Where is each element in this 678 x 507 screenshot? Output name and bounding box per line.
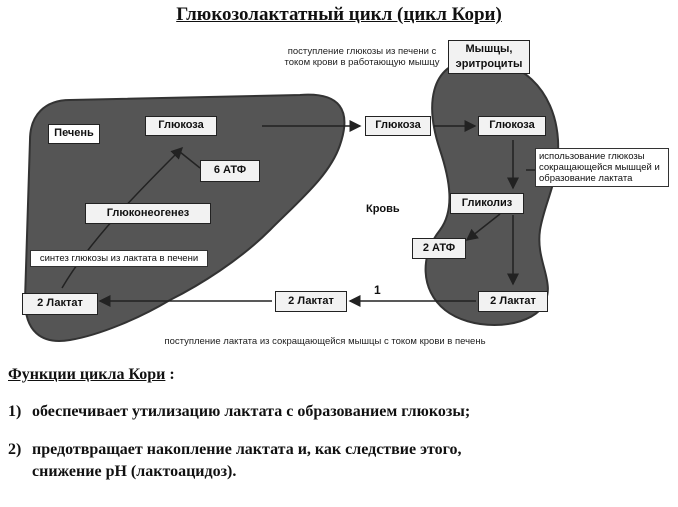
liver-lactate-box: 2 Лактат bbox=[22, 293, 98, 315]
function-item-2: 2)предотвращает накопление лактата и, ка… bbox=[8, 441, 462, 458]
functions-heading-suffix: : bbox=[165, 366, 175, 383]
arrow-atp6-to-pathway bbox=[179, 151, 201, 169]
atp2-box: 2 АТФ bbox=[412, 238, 466, 259]
liver-glucose-box: Глюкоза bbox=[145, 116, 217, 136]
muscle-glucose-box: Глюкоза bbox=[478, 116, 546, 136]
glycolysis-box: Гликолиз bbox=[450, 193, 524, 214]
blood-glucose-box: Глюкоза bbox=[365, 116, 431, 136]
functions-heading-text: Функции цикла Кори bbox=[8, 366, 166, 383]
functions-heading: Функции цикла Кори : bbox=[8, 366, 175, 384]
muscle-label: Мышцы, эритроциты bbox=[448, 40, 530, 74]
blood-label: Кровь bbox=[366, 203, 400, 215]
muscle-lactate-box: 2 Лактат bbox=[478, 291, 548, 312]
note-glucose-use: использование глюкозы сокращающейся мышц… bbox=[535, 148, 669, 187]
arrow-glycolysis-to-atp2 bbox=[465, 213, 501, 241]
step-number: 1 bbox=[374, 283, 381, 297]
note-glucose-supply: поступление глюкозы из печени с током кр… bbox=[284, 46, 440, 68]
atp6-box: 6 АТФ bbox=[200, 160, 260, 182]
diagram-title: Глюкозолактатный цикл (цикл Кори) bbox=[176, 4, 502, 25]
note-lactate-supply: поступление лактата из сокращающейся мыш… bbox=[164, 336, 486, 347]
function-item-1: 1)обеспечивает утилизацию лактата с обра… bbox=[8, 403, 471, 420]
blood-lactate-box: 2 Лактат bbox=[275, 291, 347, 312]
note-synthesis: синтез глюкозы из лактата в печени bbox=[30, 250, 208, 267]
liver-label: Печень bbox=[48, 124, 100, 144]
gluconeogenesis-box: Глюконеогенез bbox=[85, 203, 211, 224]
function-item-2-continued: снижение pH (лактоацидоз). bbox=[32, 463, 237, 480]
